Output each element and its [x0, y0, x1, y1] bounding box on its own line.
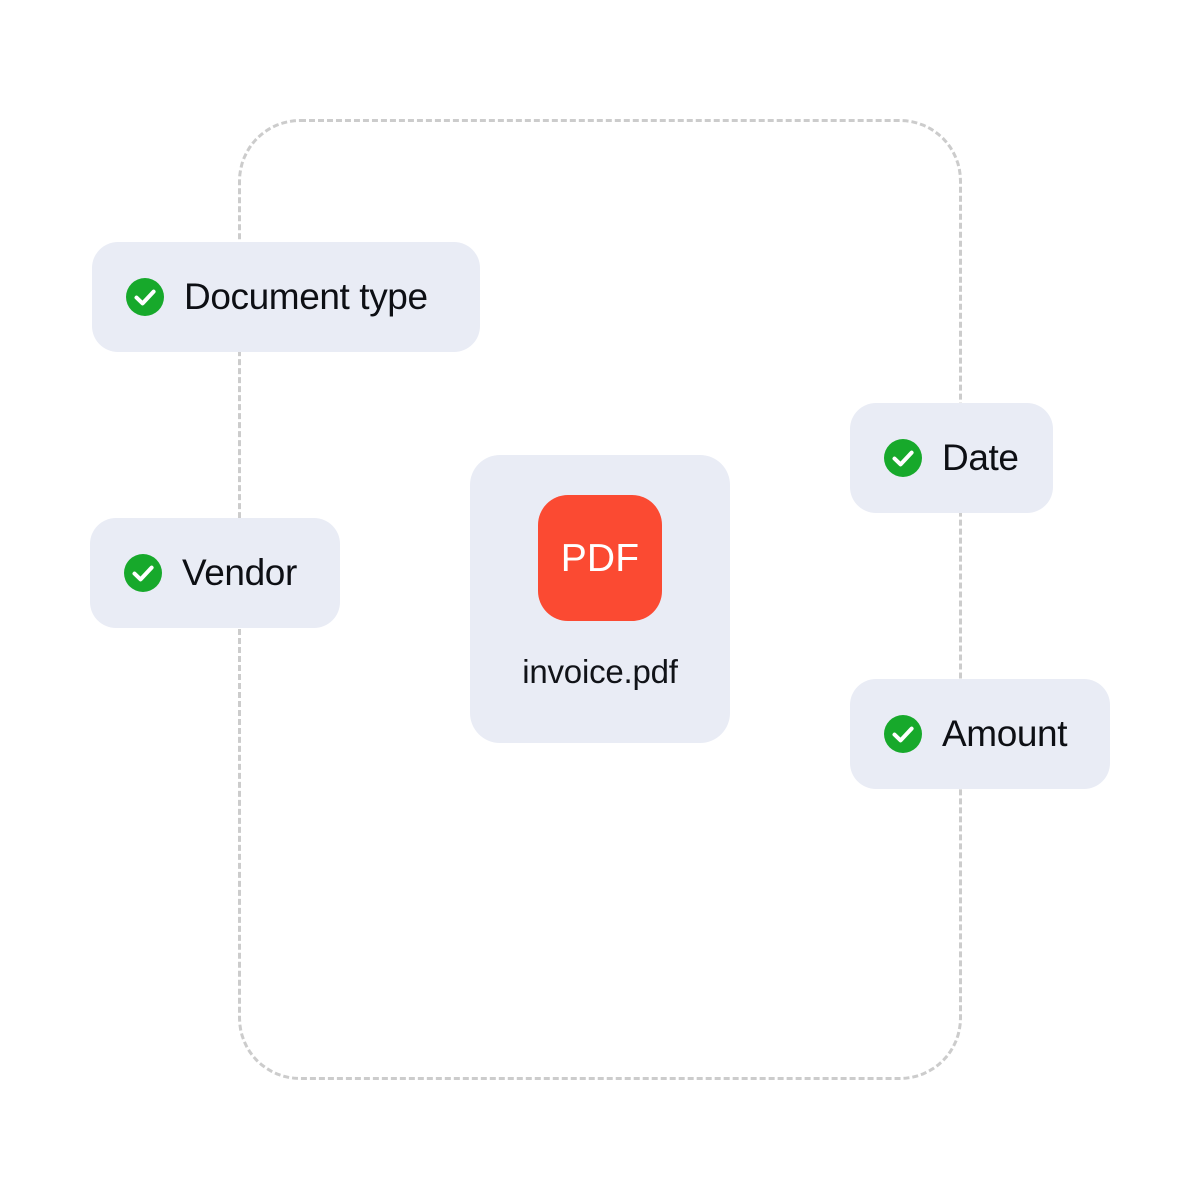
check-circle-icon — [124, 554, 162, 592]
file-name-label: invoice.pdf — [522, 653, 678, 690]
file-card[interactable]: PDF invoice.pdf — [470, 455, 730, 743]
field-pill-document-type[interactable]: Document type — [92, 242, 480, 352]
check-circle-icon — [126, 278, 164, 316]
check-circle-icon — [884, 715, 922, 753]
field-label-vendor: Vendor — [182, 552, 297, 593]
check-circle-icon — [884, 439, 922, 477]
field-pill-vendor[interactable]: Vendor — [90, 518, 340, 628]
field-pill-amount[interactable]: Amount — [850, 679, 1110, 789]
field-label-amount: Amount — [942, 713, 1068, 754]
field-label-date: Date — [942, 437, 1019, 478]
pdf-file-icon: PDF — [538, 495, 662, 621]
field-pill-date[interactable]: Date — [850, 403, 1053, 513]
field-label-document-type: Document type — [184, 276, 428, 317]
pdf-icon-label: PDF — [560, 536, 640, 580]
